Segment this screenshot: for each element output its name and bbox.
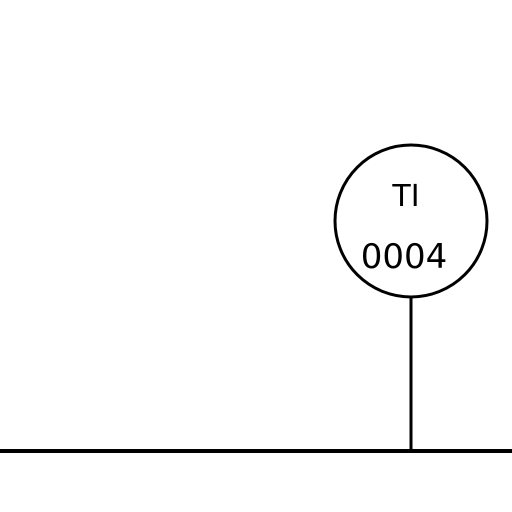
- instrument-function-code: TI: [391, 179, 419, 214]
- instrument-tag-number: 0004: [361, 237, 448, 277]
- instrument-circle: [333, 143, 489, 299]
- instrument-bubble[interactable]: TI 0004: [333, 143, 489, 299]
